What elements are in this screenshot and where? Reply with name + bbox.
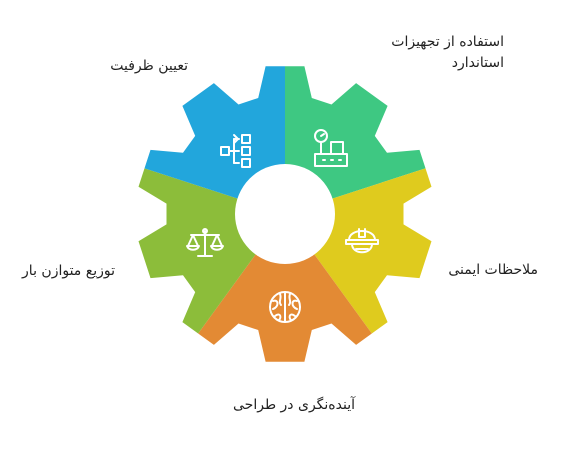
gear-segment-safety [285, 152, 432, 362]
factory-icon [314, 129, 348, 167]
brain-icon [269, 291, 301, 323]
label-line: آینده‌نگری در طراحی [233, 397, 355, 413]
label-line: استفاده از تجهیزات [391, 34, 504, 50]
hard-hat-icon [345, 228, 379, 254]
label-line: استاندارد [451, 55, 504, 71]
label-safety: ملاحظات ایمنی [448, 260, 538, 281]
label-line: ملاحظات ایمنی [448, 262, 538, 278]
label-line: توزیع متوازن بار [22, 263, 115, 279]
label-capacity: تعیین ظرفیت [110, 56, 188, 77]
label-future-proof-design: آینده‌نگری در طراحی [233, 395, 355, 416]
label-line: تعیین ظرفیت [110, 58, 188, 74]
label-load-balancing: توزیع متوازن بار [22, 261, 115, 282]
gear-segment-load-balancing [138, 152, 285, 362]
balance-scale-icon [186, 228, 224, 257]
hierarchy-icon [220, 134, 251, 168]
gear-hub [235, 164, 335, 264]
label-standard-equipment: استفاده از تجهیزات استاندارد [391, 32, 504, 74]
